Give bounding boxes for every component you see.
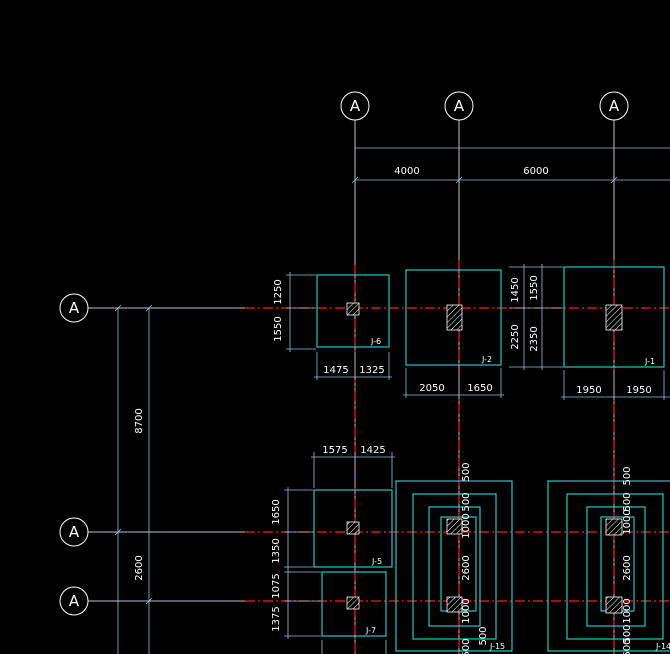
axis-label: A: [69, 592, 80, 610]
dim-j15-5: 1000: [461, 598, 472, 623]
axis-bubble-top-1[interactable]: A: [340, 91, 370, 121]
axis-grid-lines: [88, 120, 615, 654]
dim-j1-bottom-2: 1950: [626, 385, 651, 396]
footing-j14[interactable]: J-14 500 500 1000 2600 1000 500 500: [547, 466, 670, 654]
dim-j6-bottom-2: 1325: [359, 365, 384, 376]
footing-j2[interactable]: J-2 2050 1650: [403, 269, 504, 398]
dim-j15-7: 500: [461, 638, 472, 654]
dim-j5-left-2: 1350: [271, 538, 282, 563]
dim-j14-4: 2600: [622, 555, 633, 580]
dim-j14-3: 1000: [622, 509, 633, 534]
dim-j1-left-1: 1450: [510, 277, 521, 302]
dim-j1-bottom-1: 1950: [576, 385, 601, 396]
dim-j7-left-2: 1375: [271, 606, 282, 631]
axis-bubble-top-2[interactable]: A: [444, 91, 474, 121]
footing-tag: J-7: [365, 626, 376, 635]
dim-j1-left-3: 1550: [529, 275, 540, 300]
footing-j7[interactable]: J-7 1075 1375: [271, 569, 387, 654]
dim-j1-left-2: 2250: [510, 324, 521, 349]
dim-j6-left-1: 1250: [273, 279, 284, 304]
dim-j15-3: 1000: [461, 513, 472, 538]
footing-tag: J-6: [370, 337, 381, 346]
dim-top-4000: 4000: [394, 166, 419, 177]
footing-tag: J-2: [481, 355, 492, 364]
dim-j14-7: 500: [622, 638, 633, 654]
axis-label: A: [609, 97, 620, 115]
footing-tag: J-5: [371, 557, 382, 566]
left-dimension-chain: 8700 2600: [114, 304, 153, 654]
top-dimension-chain: 4000 6000: [351, 147, 670, 184]
dim-j14-2: 500: [622, 492, 633, 511]
dim-j15-4: 2600: [461, 555, 472, 580]
footing-j5[interactable]: J-5 1575 1425 1650 1350: [271, 445, 395, 570]
footing-tag: J-1: [644, 357, 655, 366]
axis-label: A: [350, 97, 361, 115]
footing-j6[interactable]: J-6 1250 1550 1475 1325: [273, 272, 392, 380]
dim-left-2600: 2600: [134, 555, 145, 580]
dim-j14-5: 1000: [622, 598, 633, 623]
dim-j1-left-4: 2350: [529, 326, 540, 351]
axis-label: A: [69, 299, 80, 317]
dim-j15-1: 500: [461, 462, 472, 481]
dim-j14-1: 500: [622, 466, 633, 485]
axis-label: A: [69, 523, 80, 541]
dim-j5-left-1: 1650: [271, 499, 282, 524]
axis-bubble-left-2[interactable]: A: [59, 517, 89, 547]
dim-j14-6: 500: [622, 624, 633, 643]
footing-j1[interactable]: J-1 1450 2250 1550 2350 1950 1950: [509, 264, 670, 400]
dim-top-6000: 6000: [523, 166, 548, 177]
footing-j15[interactable]: J-15 500 500 1000 2600 1000 500 500: [395, 462, 513, 654]
axis-bubble-top-3[interactable]: A: [599, 91, 629, 121]
axis-bubble-left-1[interactable]: A: [59, 293, 89, 323]
footing-tag: J-14: [655, 642, 670, 651]
dim-j6-left-2: 1550: [273, 316, 284, 341]
axis-bubble-left-3[interactable]: A: [59, 586, 89, 616]
dim-j6-bottom-1: 1475: [323, 365, 348, 376]
dim-j5-top-2: 1425: [360, 445, 385, 456]
dim-j2-bottom-2: 1650: [467, 383, 492, 394]
dim-j15-2: 500: [461, 492, 472, 511]
dim-j2-bottom-1: 2050: [419, 383, 444, 394]
dim-j7-left-1: 1075: [271, 573, 282, 598]
axis-label: A: [454, 97, 465, 115]
dim-j15-6: 500: [478, 626, 489, 645]
dim-left-8700: 8700: [134, 408, 145, 433]
dim-j5-top-1: 1575: [322, 445, 347, 456]
footing-tag: J-15: [489, 642, 505, 651]
